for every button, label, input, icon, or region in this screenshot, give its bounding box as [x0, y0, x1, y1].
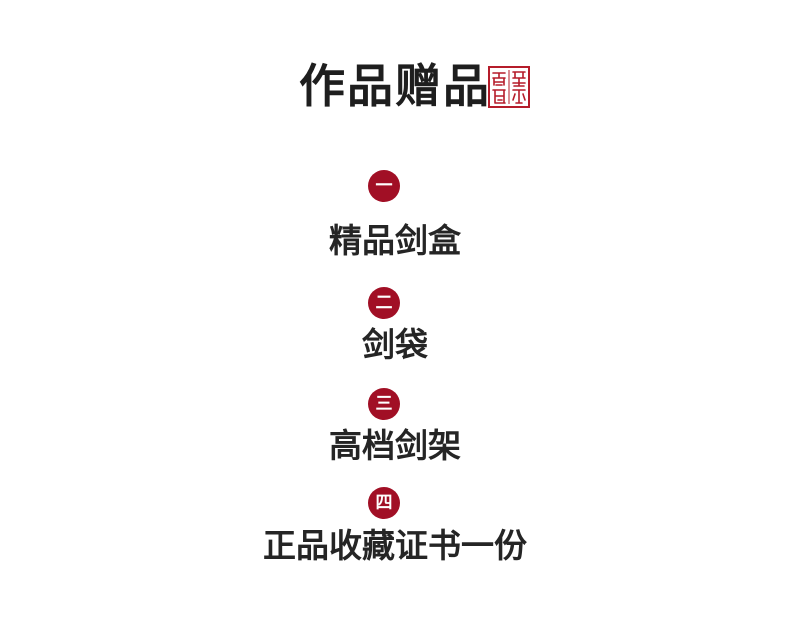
item-label: 精品剑盒 [329, 221, 461, 260]
item-number-badge: 二 [368, 287, 400, 319]
item-label: 正品收藏证书一份 [263, 526, 527, 565]
seal-stamp-icon [488, 66, 530, 108]
item-number-badge: 一 [368, 170, 400, 202]
item-label: 高档剑架 [329, 426, 461, 465]
page-title: 作品赠品 [299, 59, 491, 113]
item-number-badge: 四 [368, 487, 400, 519]
item-label: 剑袋 [362, 325, 428, 364]
item-number-badge: 三 [368, 388, 400, 420]
